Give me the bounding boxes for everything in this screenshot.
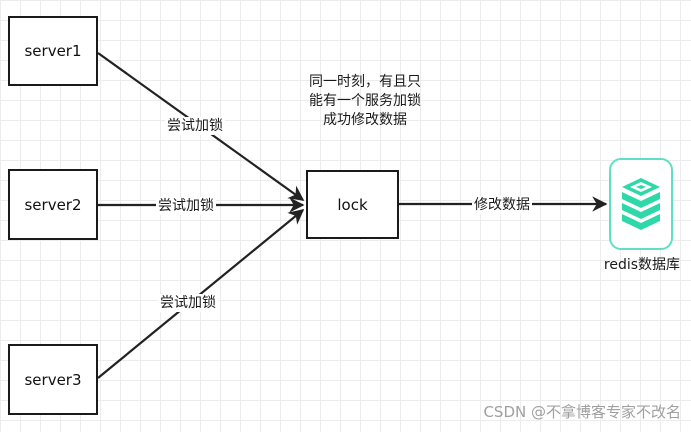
redis-label: redis数据库 <box>603 257 681 273</box>
note-line-3: 成功修改数据 <box>323 112 407 128</box>
note-line-1: 同一时刻，有且只 <box>309 74 421 90</box>
server3-node[interactable]: server3 <box>8 344 98 415</box>
lock-label: lock <box>337 195 368 214</box>
server1-node[interactable]: server1 <box>8 16 98 86</box>
lock-node[interactable]: lock <box>306 170 399 239</box>
watermark: CSDN @不拿博客专家不改名 <box>483 403 681 421</box>
redis-database-icon <box>622 178 660 230</box>
note-line-2: 能有一个服务加锁 <box>309 93 421 109</box>
server2-node[interactable]: server2 <box>8 169 98 240</box>
edge-label-server2: 尝试加锁 <box>156 197 216 215</box>
server3-label: server3 <box>24 370 82 389</box>
edge-label-redis: 修改数据 <box>472 196 532 214</box>
edge-label-server1: 尝试加锁 <box>165 117 225 135</box>
server1-label: server1 <box>24 42 82 60</box>
lock-note: 同一时刻，有且只 能有一个服务加锁 成功修改数据 <box>290 73 440 130</box>
redis-node[interactable] <box>609 158 673 250</box>
server2-label: server2 <box>24 195 82 214</box>
edge-label-server3: 尝试加锁 <box>158 294 218 312</box>
